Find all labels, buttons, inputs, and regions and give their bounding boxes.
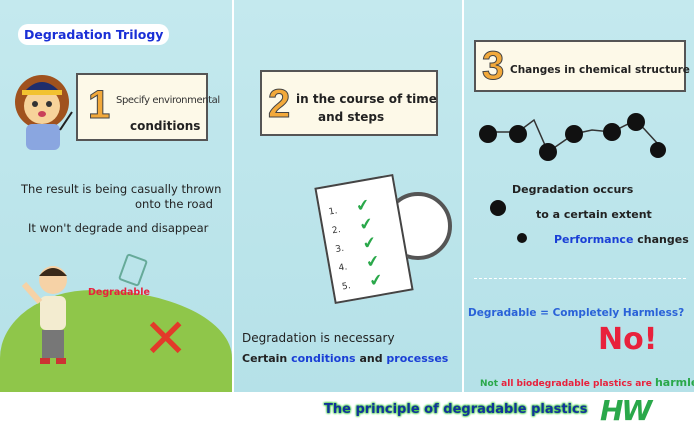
footer-title: The principle of degradable plastics (324, 402, 588, 417)
divider (474, 278, 686, 279)
checklist-icon: 1. 2. 3. 4. 5. ✔✔✔✔✔ (314, 173, 414, 305)
hw-logo: HW (600, 394, 652, 427)
text-line: Degradation is necessary (242, 331, 395, 345)
panel-1: Degradation Trilogy 1 Specify environmen… (0, 0, 232, 392)
panel-2: 2 in the course of time and steps 1. 2. … (234, 0, 462, 392)
lion-mascot-icon (12, 72, 74, 152)
step-line-2: conditions (130, 119, 201, 133)
step-line-1: Specify environmental (116, 95, 220, 106)
red-x-icon: ✕ (143, 307, 189, 370)
step-number: 1 (87, 83, 111, 128)
text-line: It won't degrade and disappear (28, 221, 209, 235)
text-line: Degradation occurs (512, 183, 634, 196)
molecule-chain-icon (474, 110, 684, 254)
title-bubble: Degradation Trilogy (18, 24, 170, 45)
step-line-2: and steps (318, 110, 385, 124)
step-line-1: Changes in chemical structure (510, 64, 690, 76)
step-number: 2 (267, 82, 291, 127)
boy-throwing-icon (18, 262, 88, 376)
footer: The principle of degradable plastics HW (0, 392, 694, 428)
text-line: to a certain extent (536, 208, 652, 221)
degradable-label: Degradable (88, 287, 150, 298)
answer-text: No! (598, 322, 658, 357)
note-text: Not all biodegradable plastics are harml… (480, 376, 694, 389)
text-line: onto the road (135, 197, 213, 211)
text-line: Certain conditions and processes (242, 352, 449, 365)
text-line: The result is being casually thrown (21, 182, 222, 196)
step-number: 3 (481, 44, 505, 89)
question-text: Degradable = Completely Harmless? (468, 307, 685, 319)
step-3-card: 3 Changes in chemical structure (474, 40, 690, 92)
step-line-1: in the course of time (296, 92, 437, 106)
step-2-card: 2 in the course of time and steps (260, 70, 438, 136)
panel-3: 3 Changes in chemical structure Degradat… (464, 0, 694, 392)
plastic-cup-icon (117, 253, 149, 287)
step-1-card: 1 Specify environmental conditions (76, 73, 220, 141)
text-line: Performance changes (554, 233, 689, 246)
